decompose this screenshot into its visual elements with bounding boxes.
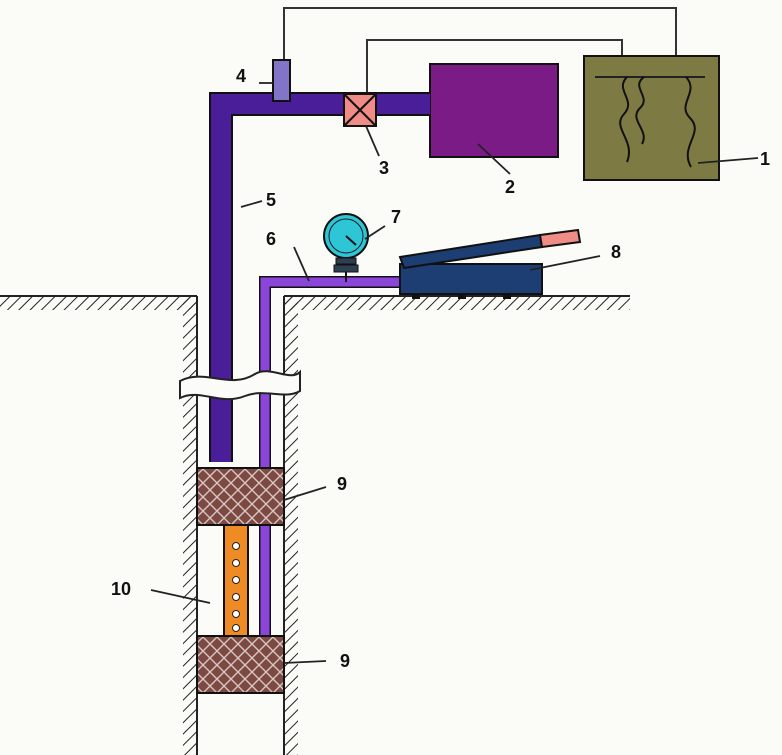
callout-leaders <box>150 82 759 664</box>
upper-packer <box>196 467 285 526</box>
callout-9-lower: 9 <box>340 651 350 671</box>
lower-packer <box>196 635 285 694</box>
signal-cables <box>283 7 677 92</box>
callout-10: 10 <box>111 579 131 599</box>
hand-pump <box>398 228 582 299</box>
callout-6: 6 <box>266 229 276 249</box>
sensor <box>272 59 291 102</box>
recorder-box <box>583 55 720 181</box>
callout-2: 2 <box>505 177 515 197</box>
valve <box>343 93 377 127</box>
callout-1: 1 <box>760 149 770 169</box>
callout-3: 3 <box>379 158 389 178</box>
test-zone <box>223 524 249 637</box>
ground-surface <box>0 295 630 310</box>
pressure-gauge <box>323 213 369 282</box>
callout-5: 5 <box>266 190 276 210</box>
callout-4: 4 <box>236 66 246 86</box>
break-marker <box>179 369 301 401</box>
callout-9-upper: 9 <box>337 474 347 494</box>
callout-8: 8 <box>611 242 621 262</box>
borehole-walls <box>183 296 298 755</box>
source-box <box>429 63 559 158</box>
callout-7: 7 <box>391 207 401 227</box>
